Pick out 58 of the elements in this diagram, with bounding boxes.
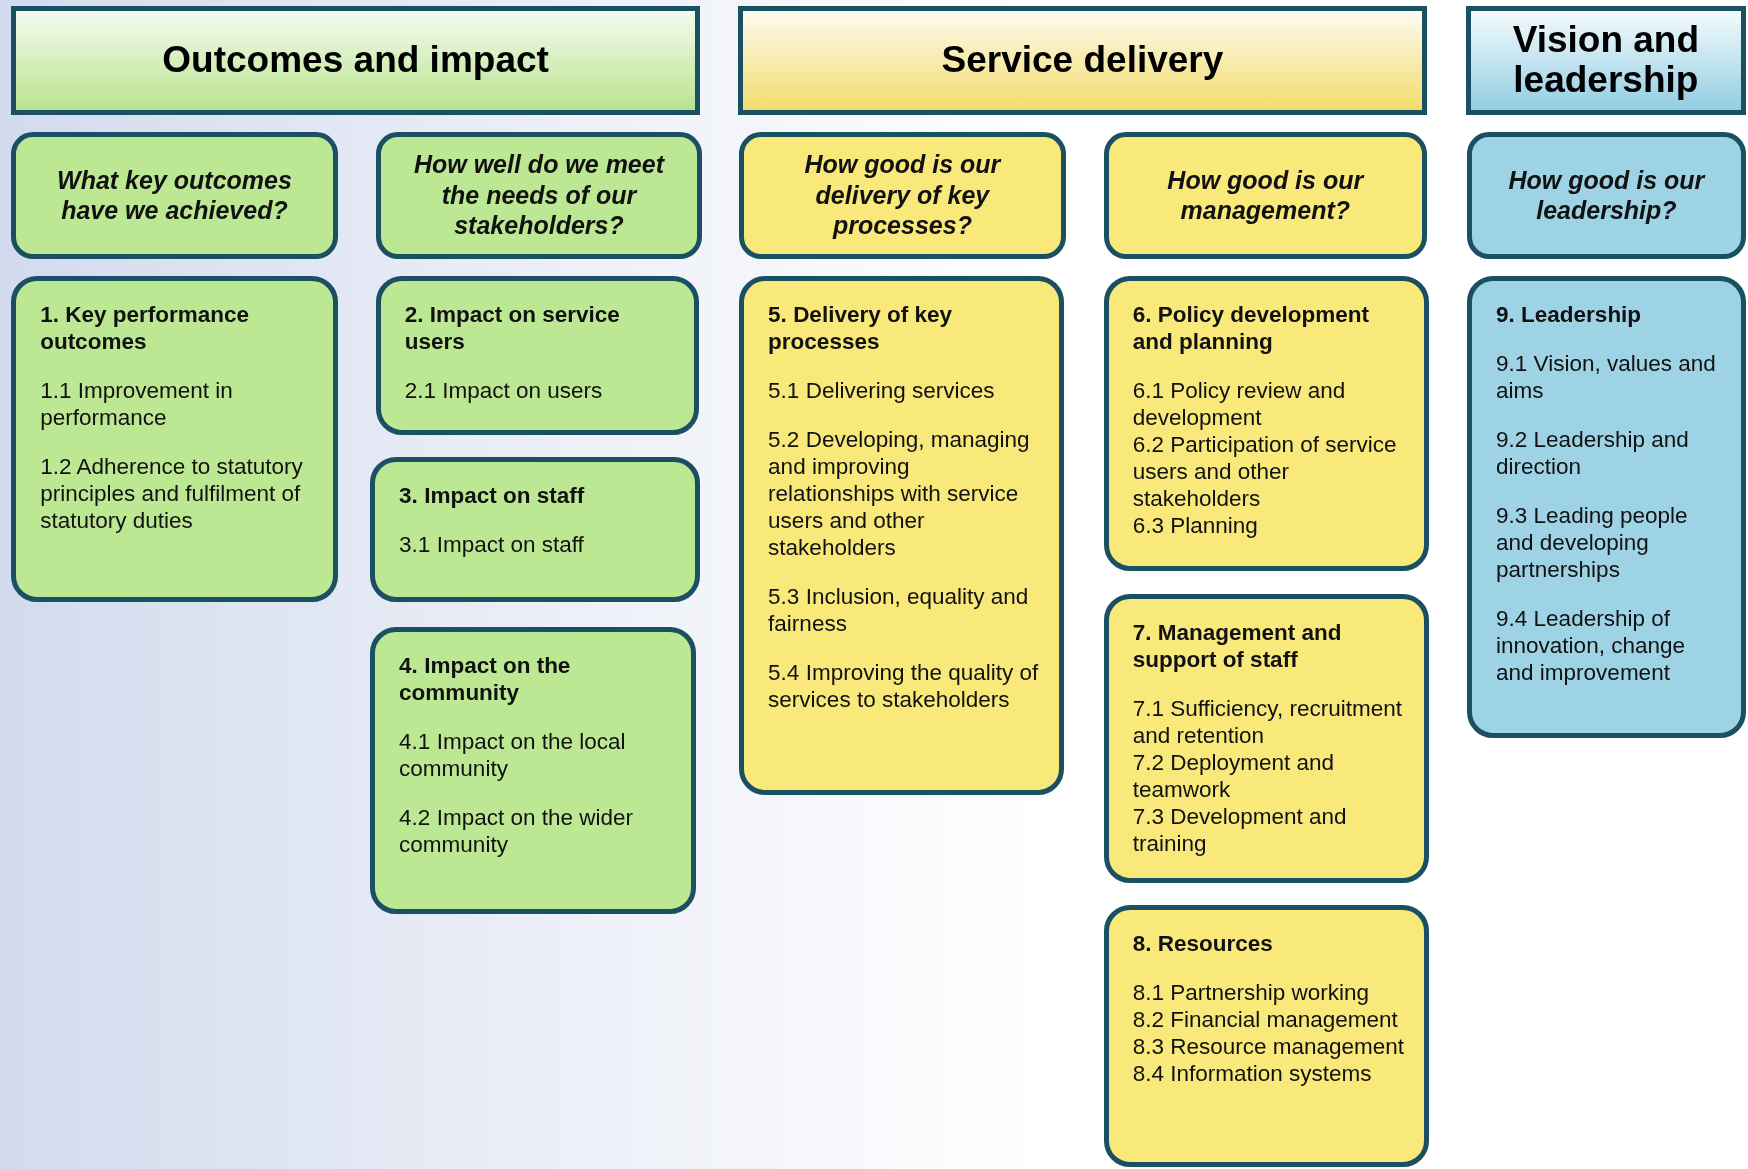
question-box (739, 131, 1066, 259)
item-text: 7.1 Sufficiency, recruitment and retention (1132, 695, 1403, 750)
box-heading: 6. Policy development and planning (1132, 301, 1370, 356)
item-text: 5.3 Inclusion, equality and fairness (768, 583, 1030, 638)
theme-box (375, 276, 699, 435)
item-text: 9.4 Leadership of innovation, change and improvement (1496, 605, 1686, 687)
item-text: 7.3 Development and training (1132, 803, 1348, 858)
question-text: How good is our management? (1166, 164, 1366, 226)
box-heading: 9. Leadership (1496, 301, 1643, 329)
question-box (375, 131, 703, 259)
question-box (11, 131, 338, 259)
item-text: 6.3 Planning (1132, 512, 1259, 540)
item-text: 8.3 Resource management (1132, 1033, 1405, 1061)
item-text: 6.1 Policy review and development (1132, 377, 1347, 432)
box-heading: 7. Management and support of staff (1132, 619, 1343, 674)
column-header (11, 5, 701, 115)
column-header (1465, 5, 1746, 115)
theme-box (1103, 594, 1430, 883)
box-heading: 5. Delivery of key processes (768, 301, 953, 356)
theme-box (1103, 905, 1430, 1168)
question-text: What key outcomes have we achieved? (56, 164, 293, 226)
column-title: Service delivery (941, 39, 1224, 81)
box-heading: 4. Impact on the community (399, 651, 572, 706)
item-text: 8.2 Financial management (1132, 1006, 1399, 1034)
item-text: 9.2 Leadership and direction (1496, 426, 1690, 481)
theme-box (739, 276, 1064, 795)
item-text: 4.2 Impact on the wider community (399, 803, 634, 858)
theme-box (11, 276, 338, 602)
box-heading: 2. Impact on service users (404, 301, 621, 356)
theme-box (370, 457, 701, 602)
item-text: 3.1 Impact on staff (399, 531, 585, 559)
question-text: How good is our leadership? (1507, 164, 1707, 226)
item-text: 8.4 Information systems (1132, 1060, 1373, 1088)
item-text: 5.4 Improving the quality of services to stakeholders (768, 659, 1039, 714)
question-text: How well do we meet the needs of our stakeholders? (412, 149, 666, 241)
item-text: 6.2 Participation of service users and other stakeholders (1132, 431, 1398, 513)
item-text: 5.1 Delivering services (768, 377, 996, 405)
column-title: Outcomes and impact (162, 39, 549, 81)
item-text: 4.1 Impact on the local community (399, 727, 627, 782)
question-box (1103, 131, 1427, 259)
item-text: 1.2 Adherence to statutory principles and fulfilment of statutory duties (40, 453, 304, 535)
box-heading: 1. Key performance outcomes (40, 301, 250, 356)
theme-box (370, 626, 696, 915)
item-text: 2.1 Impact on users (404, 377, 604, 405)
item-text: 9.1 Vision, values and aims (1496, 350, 1717, 405)
box-heading: 8. Resources (1132, 930, 1274, 958)
column-title: Vision and leadership (1511, 19, 1701, 101)
item-text: 7.2 Deployment and teamwork (1132, 749, 1336, 804)
theme-box (1467, 276, 1746, 738)
question-text: How good is our delivery of key processes? (803, 149, 1003, 241)
box-heading: 3. Impact on staff (399, 482, 586, 510)
question-box (1467, 131, 1746, 259)
item-text: 1.1 Improvement in performance (40, 377, 234, 432)
column-header (738, 5, 1427, 115)
item-text: 8.1 Partnership working (1132, 979, 1370, 1007)
item-text: 9.3 Leading people and developing partnerships (1496, 502, 1689, 584)
item-text: 5.2 Developing, managing and improving relationships with service users and other stakeholders (768, 426, 1031, 562)
theme-box (1103, 276, 1430, 571)
